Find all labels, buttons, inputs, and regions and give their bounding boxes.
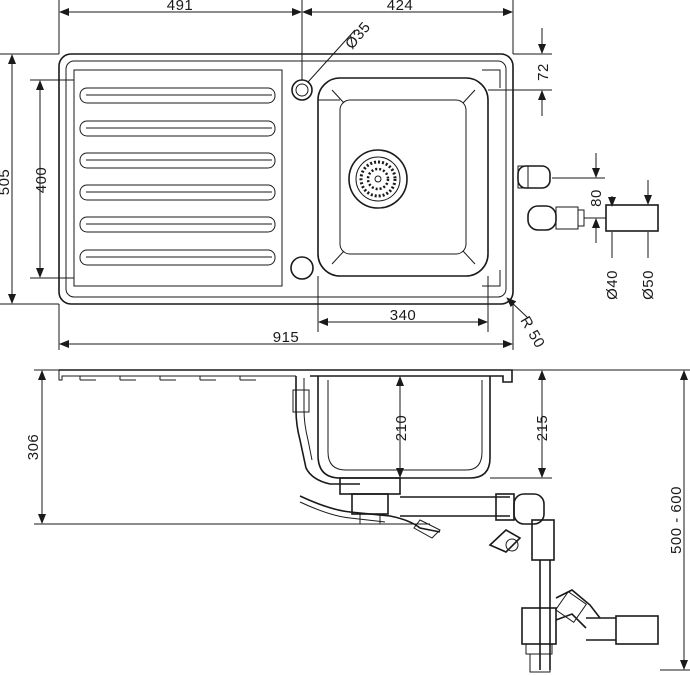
dim-install-range: 500 - 600 bbox=[668, 486, 685, 554]
dim-corner-radius: R 50 bbox=[517, 314, 549, 352]
dim-siphon-drop: 215 bbox=[534, 415, 551, 442]
drain-assembly bbox=[299, 477, 441, 539]
dim-pipe-large: Ø50 bbox=[640, 270, 657, 300]
dim-pipe-small: Ø40 bbox=[604, 270, 621, 300]
vertical-drain-pipe bbox=[521, 519, 557, 673]
dim-drainboard-length: 400 bbox=[33, 167, 50, 194]
dim-bowl-depth: 210 bbox=[393, 415, 410, 442]
bowl bbox=[317, 69, 501, 287]
dim-drainboard-width: 491 bbox=[167, 0, 194, 14]
sink-inner-frame bbox=[65, 60, 507, 298]
dim-bowl-width: 340 bbox=[390, 307, 417, 324]
overflow-hole bbox=[291, 79, 313, 101]
overflow-hose bbox=[295, 376, 360, 485]
drainboard-grooves bbox=[79, 87, 276, 266]
drainboard-profile bbox=[79, 376, 256, 381]
dim-overflow-diameter: Ø35 bbox=[342, 19, 374, 53]
dim-total-depth: 505 bbox=[0, 169, 13, 196]
top-view: 491 424 Ø35 72 505 400 340 R 50 bbox=[0, 0, 659, 352]
drainboard bbox=[73, 69, 283, 287]
tap-hole bbox=[290, 256, 314, 280]
horizontal-drain-pipe bbox=[400, 493, 545, 525]
wall-outlet-pipe bbox=[554, 589, 659, 645]
dim-outlet-offset: 80 bbox=[588, 189, 605, 207]
dim-total-height: 306 bbox=[25, 434, 42, 461]
bowl-profile bbox=[317, 376, 491, 479]
sink-outer-frame bbox=[58, 53, 514, 305]
side-view: 306 210 215 500 - 600 bbox=[25, 369, 690, 673]
side-elbow-connector bbox=[488, 529, 522, 553]
drain-strainer-icon bbox=[348, 149, 408, 209]
dim-bowl-offset: 72 bbox=[535, 63, 552, 81]
dim-overall-width: 915 bbox=[273, 329, 300, 346]
dim-bowl-section-width: 424 bbox=[387, 0, 414, 14]
